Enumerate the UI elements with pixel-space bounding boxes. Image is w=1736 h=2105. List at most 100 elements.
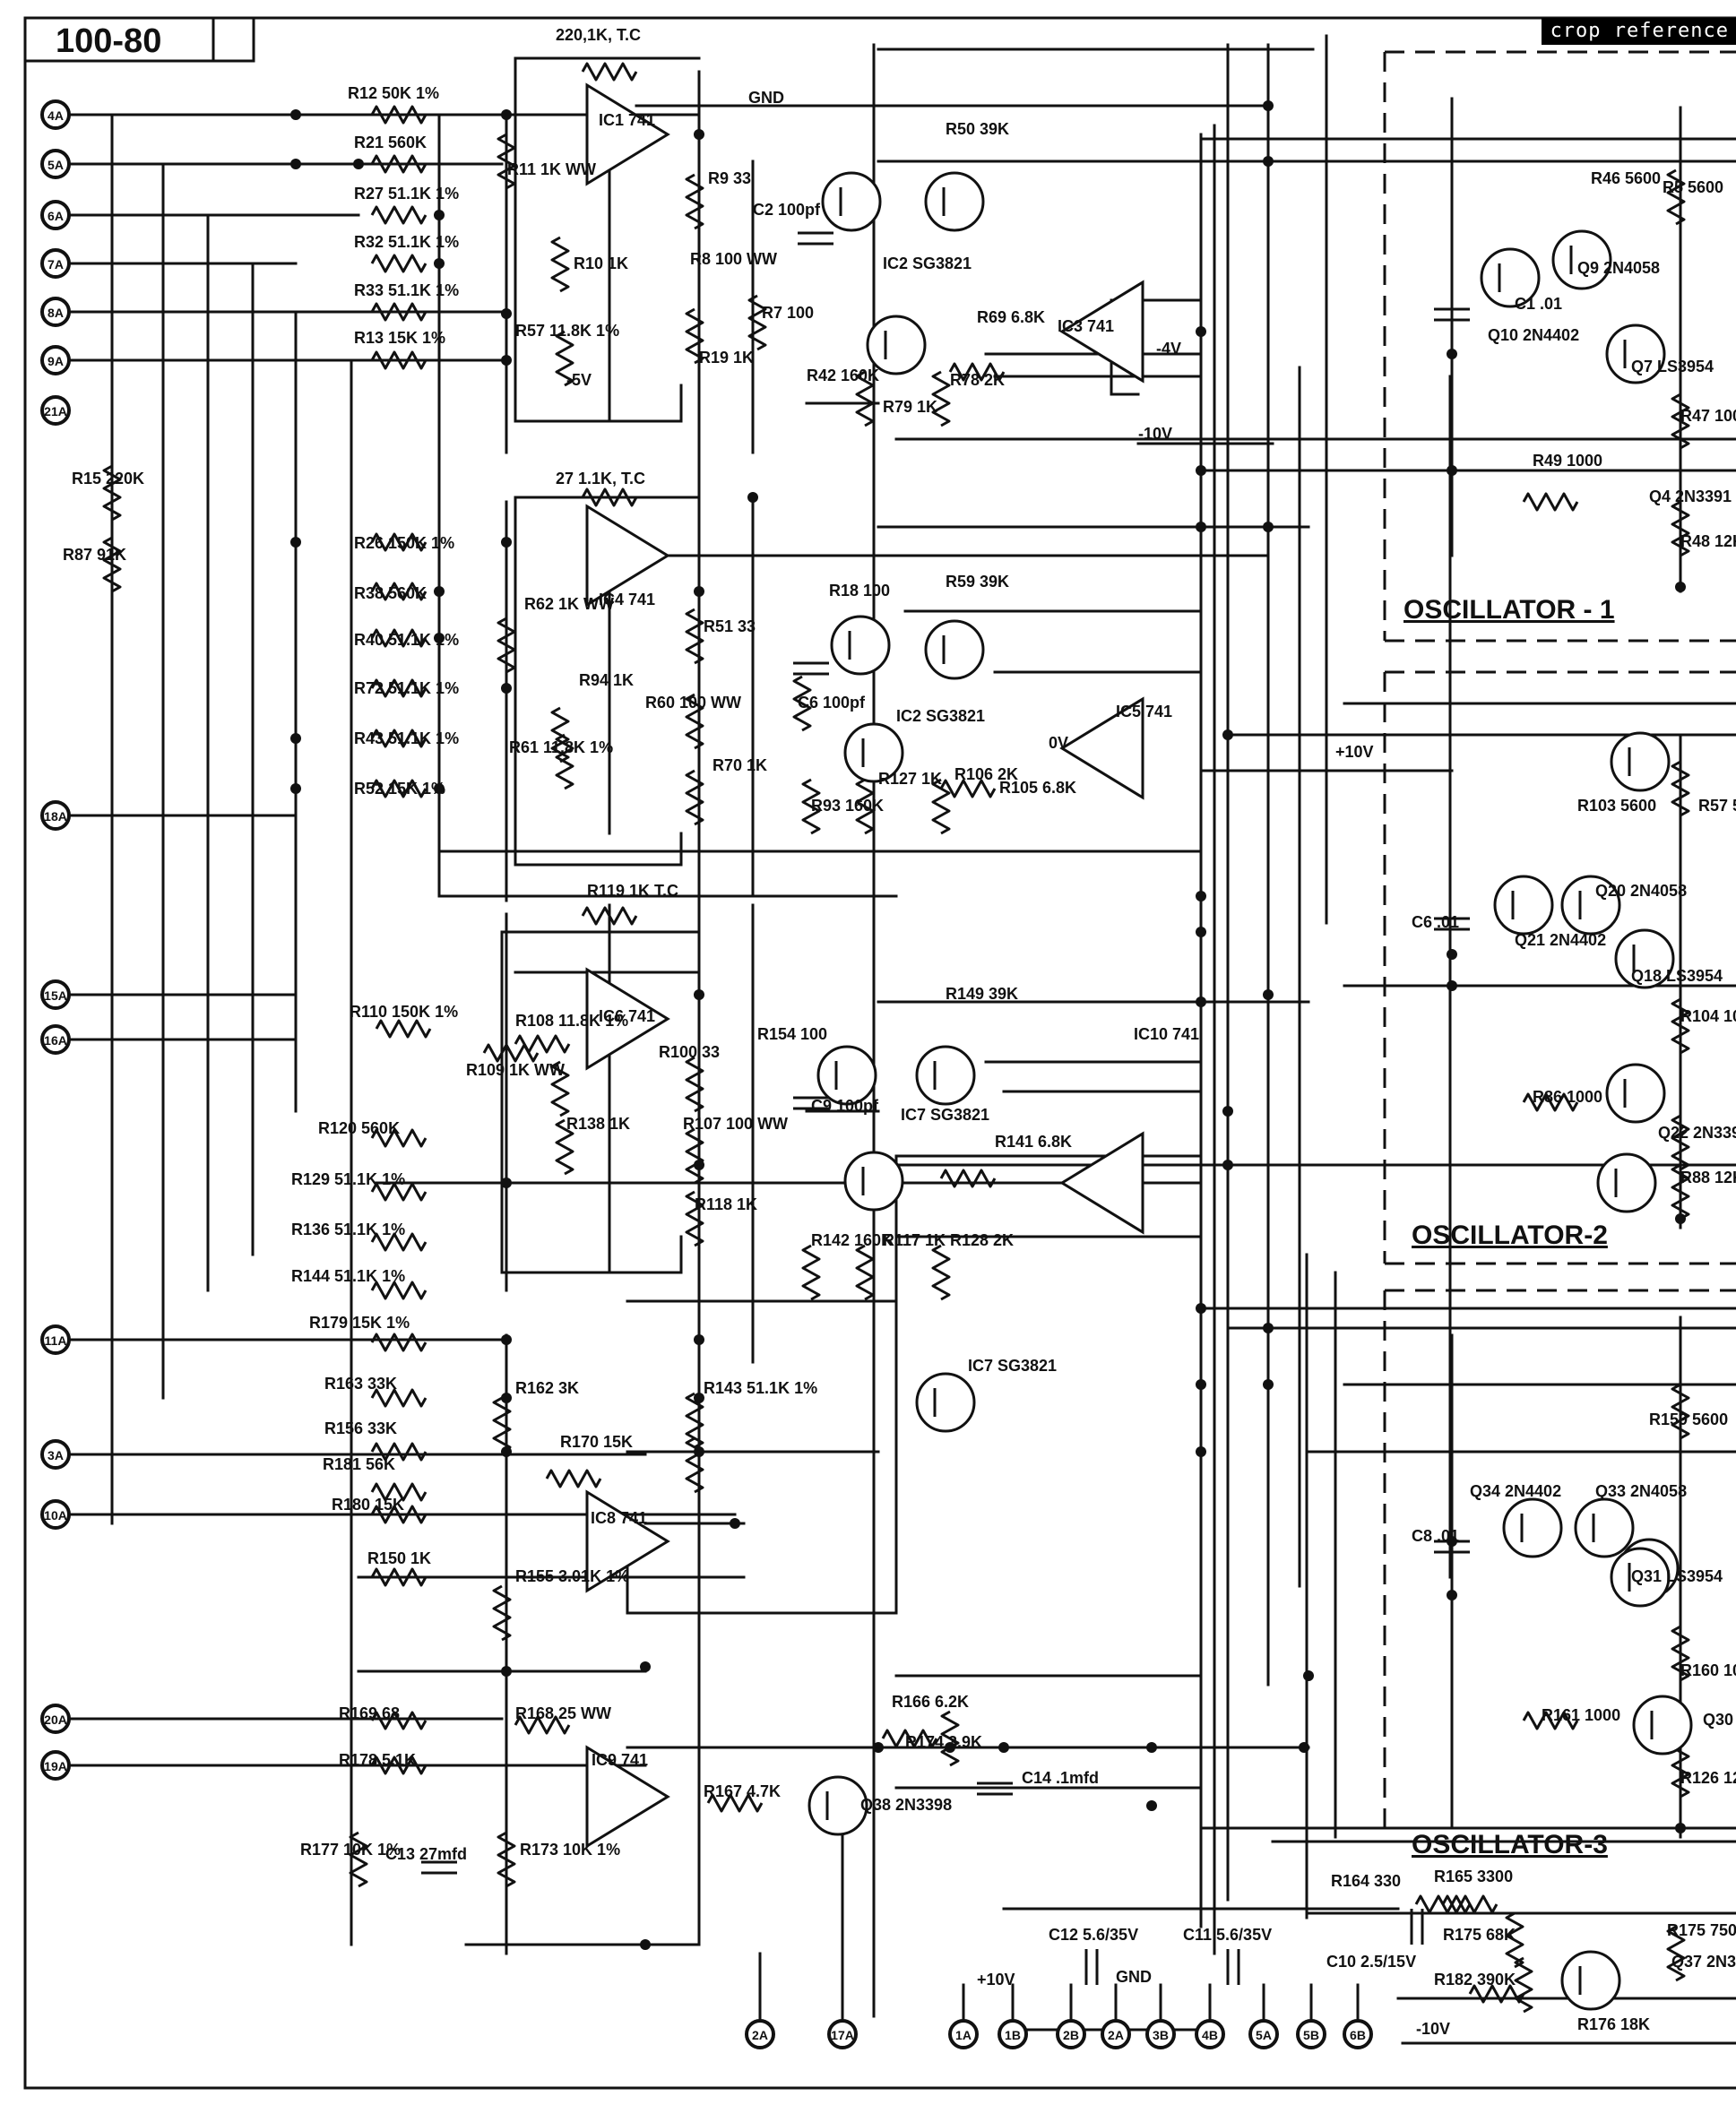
component-label: R106 2K — [954, 765, 1018, 783]
terminal-label: 1B — [1005, 2028, 1021, 2042]
component-label: R136 51.1K 1% — [291, 1221, 405, 1238]
connector-terminal: 5A — [40, 149, 71, 179]
transistor — [843, 722, 904, 783]
component-label: R18 100 — [829, 582, 890, 600]
resistor — [370, 1482, 428, 1502]
connector-terminal: 4B — [1195, 2019, 1225, 2049]
resistor — [370, 1128, 428, 1148]
component-label: R164 330 — [1331, 1872, 1401, 1890]
terminal-label: 21A — [44, 404, 67, 418]
resistor — [514, 1715, 571, 1735]
component-label: C10 2.5/15V — [1326, 1953, 1416, 1971]
component-label: IC8 741 — [591, 1509, 647, 1527]
terminal-label: 15A — [44, 988, 67, 1003]
component-label: R110 150K 1% — [350, 1003, 458, 1021]
resistor — [685, 173, 704, 230]
component-label: R150 1K — [367, 1549, 431, 1567]
transistor — [1632, 1695, 1693, 1756]
transistor — [1610, 731, 1671, 792]
junction-dot — [501, 308, 512, 319]
resistor — [1666, 1925, 1686, 1982]
resistor — [881, 1729, 938, 1748]
component-label: R118 1K — [695, 1195, 757, 1213]
component-label: R15 220K — [72, 470, 144, 487]
junction-dot — [1447, 465, 1457, 476]
component-label: R72 51.1K 1% — [354, 679, 459, 697]
resistor — [370, 1711, 428, 1730]
component-label: Q33 2N4058 — [1595, 1482, 1687, 1500]
resistor — [514, 1034, 571, 1054]
oscillator-boundaries — [1383, 50, 1736, 1828]
component-label: R47 100 — [1680, 407, 1736, 425]
component-label: Q21 2N4402 — [1515, 931, 1606, 949]
transistor — [915, 1045, 976, 1106]
resistor — [550, 1060, 570, 1117]
transistor — [1574, 1497, 1635, 1558]
terminal-label: 2B — [1063, 2028, 1079, 2042]
component-label: R21 560K — [354, 134, 427, 151]
terminal-label: 2A — [752, 2028, 768, 2042]
component-label: R49 1000 — [1533, 452, 1602, 470]
junction-dot — [694, 1393, 704, 1403]
transistor — [1605, 1063, 1666, 1124]
terminal-label: 17A — [831, 2028, 854, 2042]
op-amp — [585, 504, 670, 608]
component-label: Q4 2N3391 — [1649, 487, 1732, 505]
component-label: R59 39K — [946, 573, 1009, 591]
transistor — [1560, 875, 1621, 936]
terminal-label: 10A — [44, 1508, 67, 1523]
terminal-ring — [40, 800, 71, 831]
terminal-label: 1A — [955, 2028, 972, 2042]
component-label: C13 27mfd — [385, 1845, 467, 1863]
op-amp — [1059, 280, 1144, 384]
resistor — [685, 307, 704, 365]
resistor — [931, 778, 951, 835]
component-label: 220,1K, T.C — [556, 26, 641, 44]
component-label: IC4 741 — [599, 591, 655, 608]
component-label: R168 25 WW — [515, 1704, 611, 1722]
terminal-label: 4A — [48, 108, 64, 123]
op-amp — [585, 967, 670, 1071]
junction-dot — [1196, 326, 1206, 337]
junction-dot — [1196, 522, 1206, 532]
component-label: IC7 SG3821 — [901, 1106, 989, 1124]
terminal-label: 4B — [1202, 2028, 1218, 2042]
component-label: C12 5.6/35V — [1049, 1926, 1138, 1944]
terminal-ring — [40, 979, 71, 1010]
terminal-label: 19A — [44, 1759, 67, 1773]
transistors — [808, 171, 1693, 2011]
resistor — [370, 779, 428, 798]
junction-dot — [501, 109, 512, 120]
terminal-ring — [1195, 2019, 1225, 2049]
connector-terminal: 21A — [40, 395, 71, 426]
resistor — [370, 1281, 428, 1300]
component-label: R129 51.1K 1% — [291, 1170, 405, 1188]
resistor — [939, 779, 997, 798]
component-label: IC10 741 — [1134, 1025, 1199, 1043]
resistor — [1671, 760, 1690, 817]
terminal-ring — [40, 1324, 71, 1355]
junction-dot — [501, 1178, 512, 1188]
terminal-label: 5B — [1303, 2028, 1319, 2042]
transistor — [1605, 324, 1666, 384]
resistor — [1666, 168, 1686, 226]
resistor — [855, 1244, 875, 1301]
junction-dot — [1196, 1379, 1206, 1390]
transistor — [924, 171, 985, 232]
junction-dot — [747, 492, 758, 503]
component-label: R174 3.9K — [905, 1733, 982, 1751]
resistor — [370, 1388, 428, 1408]
junction-dot — [1263, 989, 1274, 1000]
component-label: R138 1K — [566, 1115, 630, 1133]
terminal-label: 20A — [44, 1712, 67, 1727]
resistor — [482, 1043, 540, 1063]
junction-dot — [694, 1446, 704, 1457]
junction-dot — [1222, 1160, 1233, 1170]
junction-dot — [1447, 980, 1457, 991]
resistor — [492, 1584, 512, 1642]
resistor — [550, 706, 570, 763]
component-label: -10V — [1416, 2020, 1450, 2038]
junction-dot — [501, 1393, 512, 1403]
junction-dot — [1447, 949, 1457, 960]
component-label: R119 1K T.C — [587, 882, 678, 900]
